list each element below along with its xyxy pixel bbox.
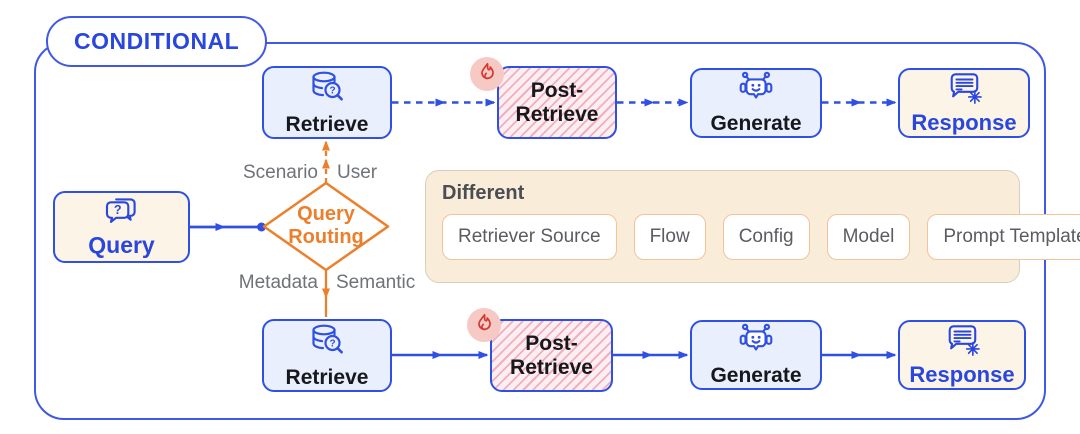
different-panel: Different Retriever Source Flow Config M… — [425, 170, 1080, 283]
query-routing-label: Query Routing — [288, 203, 364, 248]
flame-badge-top — [470, 57, 504, 91]
chip-model: Model — [826, 214, 911, 260]
svg-text:?: ? — [113, 203, 121, 217]
question-bubbles-icon: ? — [102, 196, 142, 232]
node-response-top-label: Response — [911, 109, 1017, 135]
branch-label-metadata: Metadata — [238, 272, 318, 293]
node-post-retrieve-top-label: Post-Retrieve — [515, 78, 599, 126]
chip-prompt-template: Prompt Template — [927, 214, 1080, 260]
svg-text:?: ? — [329, 85, 335, 96]
node-response-top: Response — [898, 68, 1030, 138]
svg-text:?: ? — [329, 338, 335, 349]
flame-badge-bottom — [467, 308, 501, 342]
node-query-label: Query — [88, 231, 155, 258]
node-retrieve-bottom: ? Retrieve — [262, 319, 392, 392]
flame-icon — [477, 61, 498, 87]
chip-retriever-source: Retriever Source — [442, 214, 617, 260]
node-generate-top-label: Generate — [710, 111, 802, 135]
node-post-retrieve-top: Post-Retrieve — [497, 66, 617, 139]
branch-label-semantic: Semantic — [336, 272, 416, 293]
robot-icon — [734, 71, 778, 111]
node-generate-top: Generate — [690, 68, 822, 138]
database-search-icon: ? — [307, 322, 347, 365]
node-query: ? Query — [53, 191, 190, 263]
robot-icon — [734, 323, 778, 363]
chip-config: Config — [722, 214, 810, 260]
chat-lines-chip-icon — [942, 323, 982, 362]
node-response-bottom-label: Response — [909, 361, 1015, 387]
node-retrieve-bottom-label: Retrieve — [285, 365, 369, 389]
node-generate-bottom: Generate — [690, 320, 822, 390]
branch-label-user: User — [337, 162, 378, 183]
node-post-retrieve-bottom: Post-Retrieve — [490, 319, 613, 392]
conditional-group-title: CONDITIONAL — [46, 16, 268, 67]
database-search-icon: ? — [307, 69, 347, 112]
node-retrieve-top: ? Retrieve — [262, 66, 392, 139]
different-panel-title: Different — [442, 182, 525, 204]
node-response-bottom: Response — [898, 320, 1026, 390]
chip-flow: Flow — [633, 214, 706, 260]
node-generate-bottom-label: Generate — [710, 363, 802, 387]
chat-lines-chip-icon — [944, 71, 984, 110]
branch-label-scenario: Scenario — [243, 162, 318, 183]
flame-icon — [474, 312, 495, 338]
node-retrieve-top-label: Retrieve — [285, 112, 369, 136]
different-chip-row: Retriever Source Flow Config Model Promp… — [442, 214, 1080, 260]
node-post-retrieve-bottom-label: Post-Retrieve — [510, 331, 593, 379]
